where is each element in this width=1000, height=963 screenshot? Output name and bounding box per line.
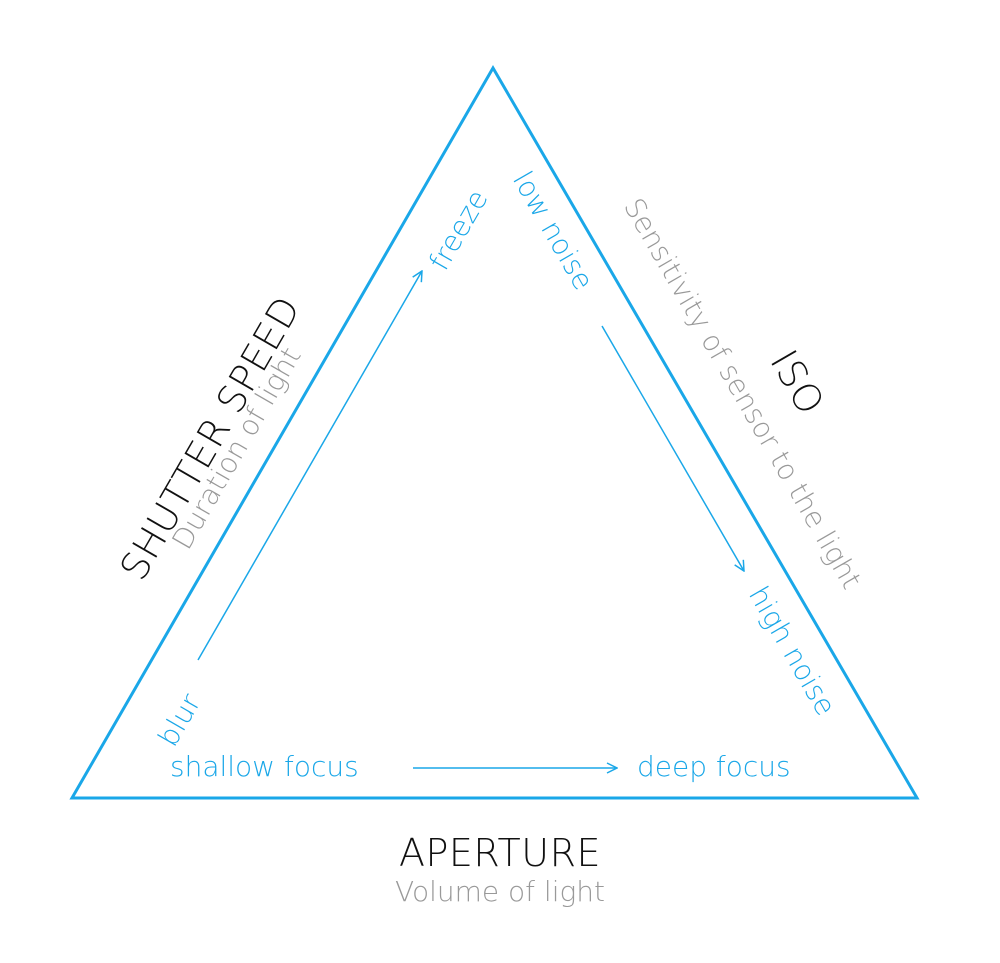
aperture-deep-focus-label: deep focus	[637, 750, 791, 783]
aperture-subtitle: Volume of light	[394, 875, 605, 908]
aperture-shallow-focus-label: shallow focus	[170, 750, 359, 783]
exposure-triangle	[69, 65, 920, 800]
aperture-title: APERTURE	[399, 831, 601, 875]
shutter-speed-arrow	[197, 271, 422, 661]
iso-arrow	[601, 325, 744, 571]
